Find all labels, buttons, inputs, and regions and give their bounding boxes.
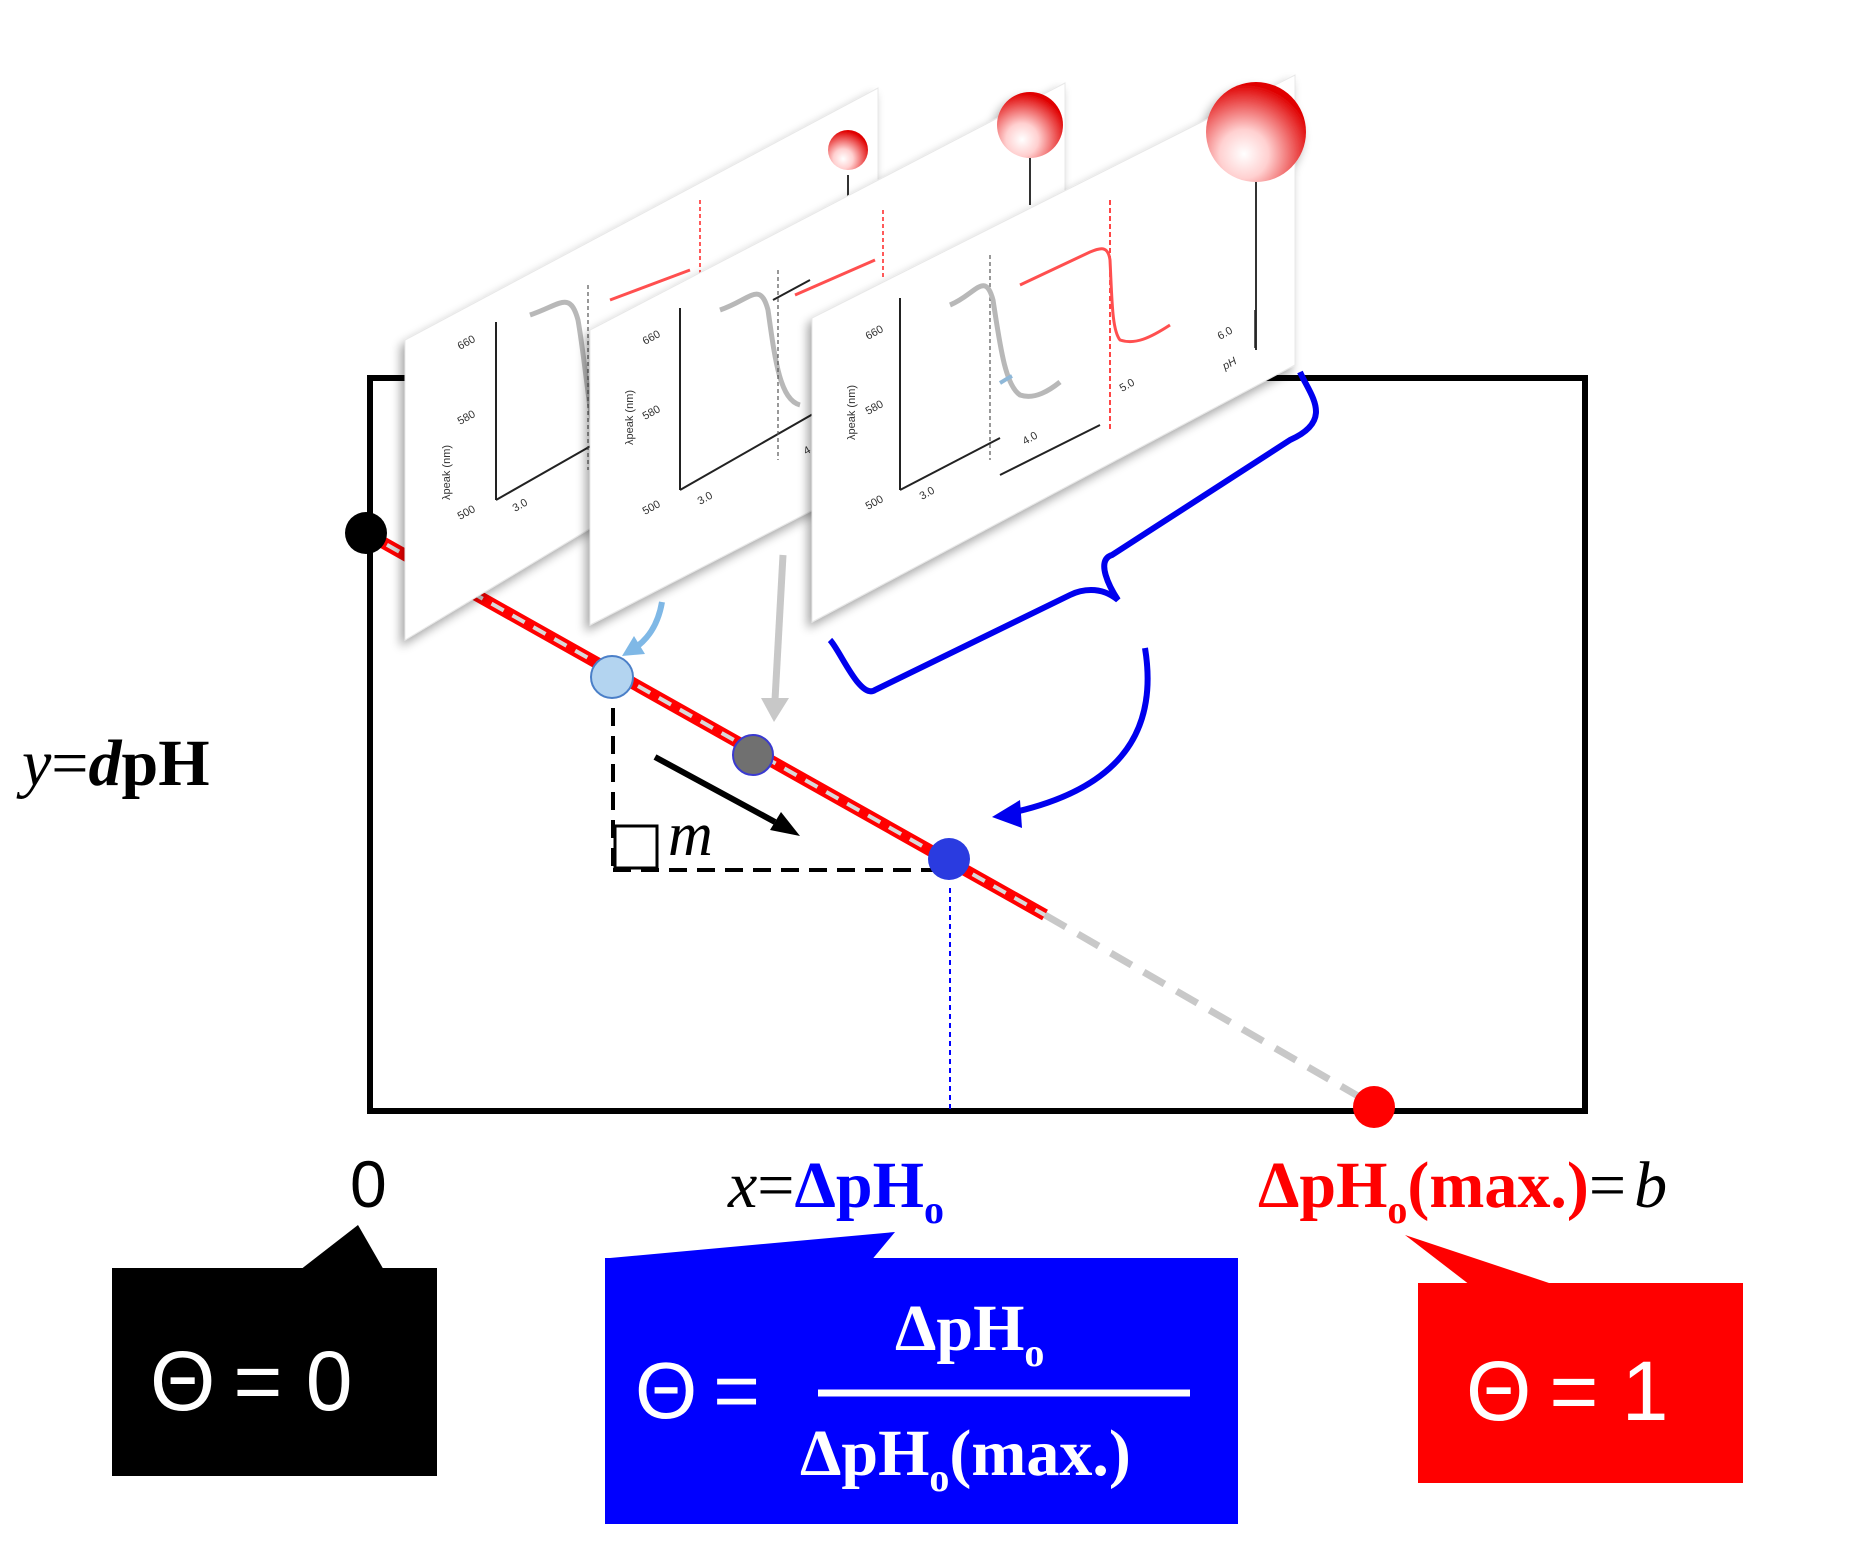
slope-arrow-head xyxy=(770,812,800,836)
callout-zero-pointer xyxy=(300,1225,385,1272)
slope-arrow xyxy=(653,754,777,825)
point-gray xyxy=(732,734,774,776)
max-point xyxy=(1353,1086,1395,1128)
slope-label: m xyxy=(668,801,713,869)
arrow-gray xyxy=(771,554,787,701)
callout-mid-numerator: ΔpHo xyxy=(895,1292,1044,1375)
y-axis-label: y=dpH xyxy=(16,727,210,800)
point-light-blue xyxy=(590,655,634,699)
blue-brace xyxy=(827,370,1319,695)
x-axis-label: x=ΔpHo xyxy=(727,1149,944,1232)
x-origin-label: 0 xyxy=(350,1147,387,1221)
origin-point xyxy=(345,512,387,554)
callout-zero xyxy=(112,1268,437,1476)
callout-one xyxy=(1418,1283,1743,1483)
arrow-light-blue-head xyxy=(622,636,645,656)
panel-3-card xyxy=(811,74,1296,623)
callout-one-pointer xyxy=(1405,1235,1555,1285)
arrow-blue xyxy=(1014,647,1151,815)
panel-2-ylabel: λpeak (nm) xyxy=(624,390,636,445)
panel-2-ball xyxy=(997,92,1063,158)
point-blue xyxy=(928,838,970,880)
callout-one-text: Θ= 1 xyxy=(1466,1344,1668,1438)
panel-3-ylabel: λpeak (nm) xyxy=(846,385,858,440)
callout-mid-denominator: ΔpHo(max.) xyxy=(800,1417,1131,1500)
arrow-gray-head xyxy=(761,698,789,722)
callout-mid-pointer xyxy=(610,1232,895,1262)
panel-1-ylabel: λpeak (nm) xyxy=(441,445,453,500)
panel-3-ball xyxy=(1206,82,1306,182)
x-max-label: ΔpHo(max.)=b xyxy=(1258,1149,1667,1232)
right-angle-marker xyxy=(613,824,659,870)
callout-mid-lhs: Θ= xyxy=(635,1346,760,1435)
panel-1-ball xyxy=(828,130,868,170)
arrow-blue-head xyxy=(992,800,1022,828)
panel-3: 660 580 500 λpeak (nm) 3.0 4.0 5.0 6.0 p… xyxy=(811,74,1306,623)
callout-zero-text: Θ= 0 xyxy=(150,1334,352,1428)
extrapolation-line xyxy=(1043,911,1379,1111)
